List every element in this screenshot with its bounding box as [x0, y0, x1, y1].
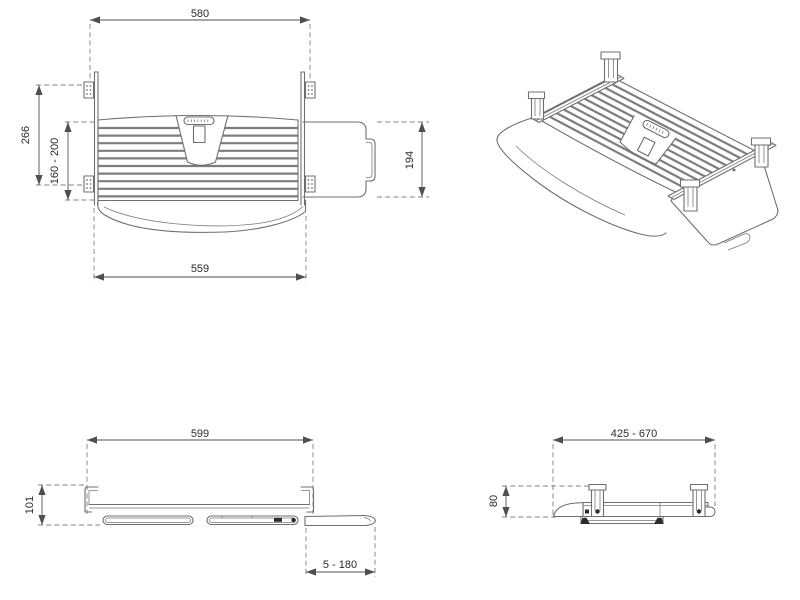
- dim-underside-width: 599: [86, 428, 314, 514]
- dim-label-depth-range: 425 - 670: [611, 428, 657, 440]
- tray-nose: [552, 501, 584, 518]
- dim-label-underside-width: 599: [191, 428, 209, 440]
- cable-clip: [183, 116, 215, 144]
- dim-label-tray-width: 559: [191, 263, 209, 275]
- dim-tray-width: 559: [93, 208, 307, 282]
- iso-cable-clip: [642, 119, 670, 139]
- dim-label-mouse-platform-depth: 194: [404, 151, 416, 169]
- dim-label-height-range: 160 - 200: [49, 138, 61, 184]
- dim-label-mount-height: 266: [20, 126, 32, 144]
- keyboard-tray: [97, 114, 299, 202]
- upright-bracket: [527, 91, 546, 120]
- iso-apron: [496, 116, 667, 237]
- front-view: 580: [20, 8, 429, 282]
- side-upright-bracket: [588, 483, 607, 518]
- slide-rails: [102, 515, 299, 526]
- upright-bracket: [679, 179, 701, 212]
- side-upright-bracket: [689, 483, 709, 518]
- dim-mouse-platform-depth: 194: [377, 121, 429, 198]
- front-apron: [97, 199, 307, 233]
- iso-clip-stem: [636, 136, 656, 157]
- dim-mount-height: 266: [20, 84, 84, 186]
- dim-label-overall-width: 580: [191, 8, 209, 20]
- bracket-plates: [83, 81, 316, 193]
- dim-label-slide-range: 5 - 180: [323, 559, 357, 571]
- dim-label-underside-height: 101: [24, 496, 36, 514]
- side-slide-rail: [580, 509, 664, 525]
- side-profile: [552, 483, 716, 525]
- dim-slide-range: 5 - 180: [305, 527, 376, 577]
- dim-height-range: 160 - 200: [49, 121, 97, 201]
- dim-label-side-height: 80: [488, 495, 500, 507]
- mouse-platform: [302, 121, 376, 198]
- upright-bracket: [750, 137, 772, 168]
- dim-overall-width: 580: [89, 8, 311, 79]
- side-view: 425 - 670 80: [488, 428, 716, 525]
- dim-side-height: 80: [488, 485, 589, 518]
- screw-holes: [86, 85, 313, 189]
- upright-bracket: [600, 51, 621, 83]
- dim-depth-range: 425 - 670: [552, 428, 716, 515]
- slide-tray: [304, 514, 377, 527]
- dim-underside-height: 101: [24, 484, 100, 526]
- underside-profile: [84, 486, 377, 527]
- isometric-view: [496, 51, 779, 251]
- underside-view: 599 101: [24, 428, 377, 577]
- iso-uprights: [527, 51, 772, 212]
